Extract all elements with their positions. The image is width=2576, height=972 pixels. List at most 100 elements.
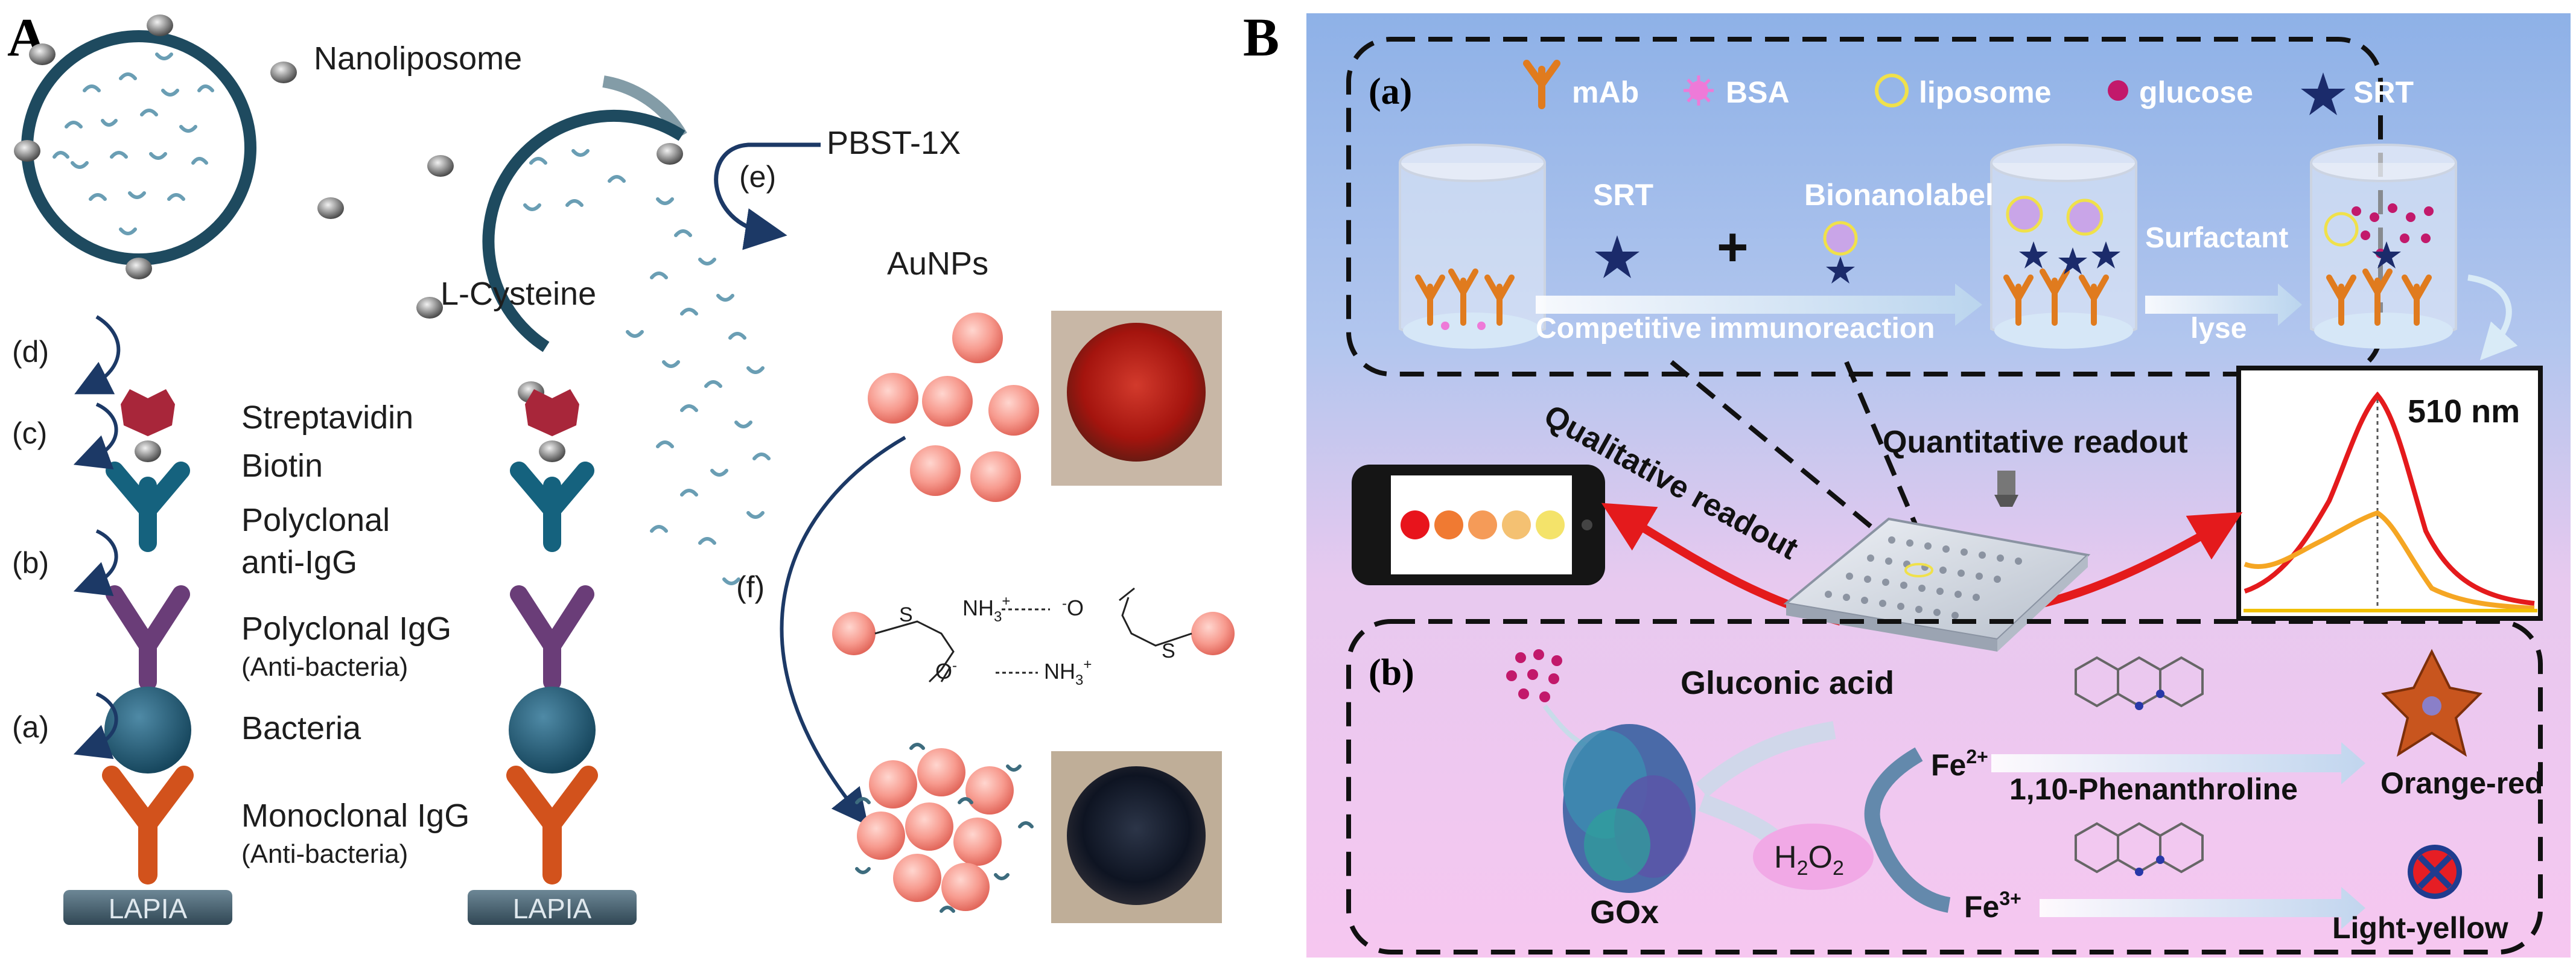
plus-sign: + <box>1717 217 1749 278</box>
curved-arrow-to-spectrum <box>2467 275 2518 361</box>
glucose-icon <box>2108 80 2128 101</box>
arrow-fe3 <box>2040 887 2365 929</box>
phone-color-dots <box>1401 510 1565 539</box>
cysteine-linkage <box>832 587 1235 683</box>
sulfur-label-2: S <box>1162 640 1175 662</box>
right-stack <box>468 389 637 925</box>
h2o2-bubble <box>1753 824 1874 890</box>
anti-bacteria-label-1: (Anti-bacteria) <box>241 652 408 682</box>
left-stack <box>63 389 232 925</box>
gluconic-arrow <box>1696 721 1836 798</box>
step-f-label: (f) <box>736 570 765 604</box>
l-cysteine-label: L-Cysteine <box>440 276 596 312</box>
box-a-label: (a) <box>1369 71 1412 112</box>
pbst-arrow <box>714 142 821 250</box>
srt-star-icon <box>2301 72 2345 115</box>
well-red <box>1051 311 1222 486</box>
anti-igg-label: anti-IgG <box>241 544 357 580</box>
nanoliposome-label: Nanoliposome <box>314 40 522 77</box>
phone-dot <box>1502 510 1531 539</box>
well-3 <box>2310 144 2457 349</box>
step-arrows <box>73 315 121 759</box>
panel-b: B (a) mAb BSA liposome glucose SRT <box>1243 8 2571 958</box>
step-c-label: (c) <box>12 416 47 450</box>
phenanthroline-label: 1,10-Phenanthroline <box>2009 772 2298 806</box>
glucose-cluster <box>1506 649 1562 702</box>
aunps-aggregated <box>855 743 1034 913</box>
aunps-dispersed <box>868 313 1039 502</box>
wavelength-label: 510 nm <box>2408 393 2520 430</box>
panel-b-letter: B <box>1243 8 1279 68</box>
well-1 <box>1399 144 1546 349</box>
phone-dot <box>1536 510 1565 539</box>
h2o2-label: H2O2 <box>1774 840 1844 880</box>
step-f-arrow <box>780 436 906 826</box>
bionanolabel-icon <box>1823 221 1858 284</box>
o-minus-label-1: -O <box>1062 596 1084 620</box>
panel-a: A Nanoliposome <box>7 8 1235 925</box>
sulfur-label-1: S <box>899 603 913 626</box>
fe2-label: Fe2+ <box>1931 746 1988 782</box>
step-d-label: (d) <box>12 335 49 369</box>
phone-dot <box>1401 510 1430 539</box>
well-2 <box>1990 144 2137 349</box>
well-blue <box>1051 751 1222 923</box>
nh3-label-1: NH3+ <box>962 593 1010 625</box>
liposome-icon <box>1875 74 1909 107</box>
step-e-label: (e) <box>739 160 776 194</box>
dash-line-1 <box>1670 360 1915 564</box>
streptavidin-label: Streptavidin <box>241 399 413 436</box>
phone-dot <box>1434 510 1463 539</box>
arrow-competitive <box>1536 284 1982 326</box>
quantitative-label: Quantitative readout <box>1883 425 2188 460</box>
biotin-label: Biotin <box>241 448 323 484</box>
orange-red-label: Orange-red <box>2380 766 2543 800</box>
fe3-label: Fe3+ <box>1964 888 2021 924</box>
monoclonal-igg-label: Monoclonal IgG <box>241 798 469 834</box>
spectrum-chart <box>2236 366 2543 621</box>
legend-liposome: liposome <box>1919 75 2051 109</box>
legend <box>1523 60 2345 115</box>
nanoliposome-intact <box>14 14 344 279</box>
bacteria-label: Bacteria <box>241 710 361 746</box>
lapia-label-1: LAPIA <box>109 893 188 924</box>
phenanthroline-molecule-1 <box>2075 656 2204 710</box>
no-reaction-icon <box>2408 845 2462 899</box>
gluconic-acid-label: Gluconic acid <box>1681 665 1894 701</box>
arrow-lyse <box>2145 284 2302 326</box>
aunps-label: AuNPs <box>887 246 988 282</box>
microplate <box>1783 471 2091 652</box>
pbst-label: PBST-1X <box>827 125 961 161</box>
mab-icon <box>1523 60 1560 109</box>
step-b-label: (b) <box>12 546 49 580</box>
polyclonal-label: Polyclonal <box>241 502 390 538</box>
legend-bsa: BSA <box>1726 75 1790 109</box>
light-yellow-label: Light-yellow <box>2332 911 2508 945</box>
lyse-label: lyse <box>2190 313 2247 345</box>
phenanthroline-molecule-2 <box>2075 822 2204 876</box>
legend-mab: mAb <box>1572 75 1639 109</box>
polyclonal-igg-label: Polyclonal IgG <box>241 611 451 647</box>
gox-enzyme <box>1563 724 1696 893</box>
phone-dot <box>1468 510 1497 539</box>
gox-label: GOx <box>1590 894 1659 930</box>
box-b-label: (b) <box>1369 652 1414 693</box>
legend-glucose: glucose <box>2139 75 2253 109</box>
competitive-label: Competitive immunoreaction <box>1536 313 1935 345</box>
surfactant-label: Surfactant <box>2145 222 2288 254</box>
srt-label: SRT <box>1593 178 1653 212</box>
lapia-label-2: LAPIA <box>513 893 592 924</box>
o-minus-label-2: O- <box>935 658 957 684</box>
bsa-icon <box>1684 75 1714 106</box>
srt-star <box>1595 235 1639 278</box>
box-b <box>1346 619 2543 955</box>
step-a-label: (a) <box>12 710 49 744</box>
arrow-fe2 <box>1991 742 2365 784</box>
nanoliposome-ruptured <box>416 75 771 585</box>
nh3-label-2: NH3+ <box>1044 656 1092 688</box>
fe-branch <box>1864 747 1951 913</box>
legend-srt: SRT <box>2353 75 2414 109</box>
orange-red-complex <box>2380 649 2483 757</box>
anti-bacteria-label-2: (Anti-bacteria) <box>241 839 408 869</box>
